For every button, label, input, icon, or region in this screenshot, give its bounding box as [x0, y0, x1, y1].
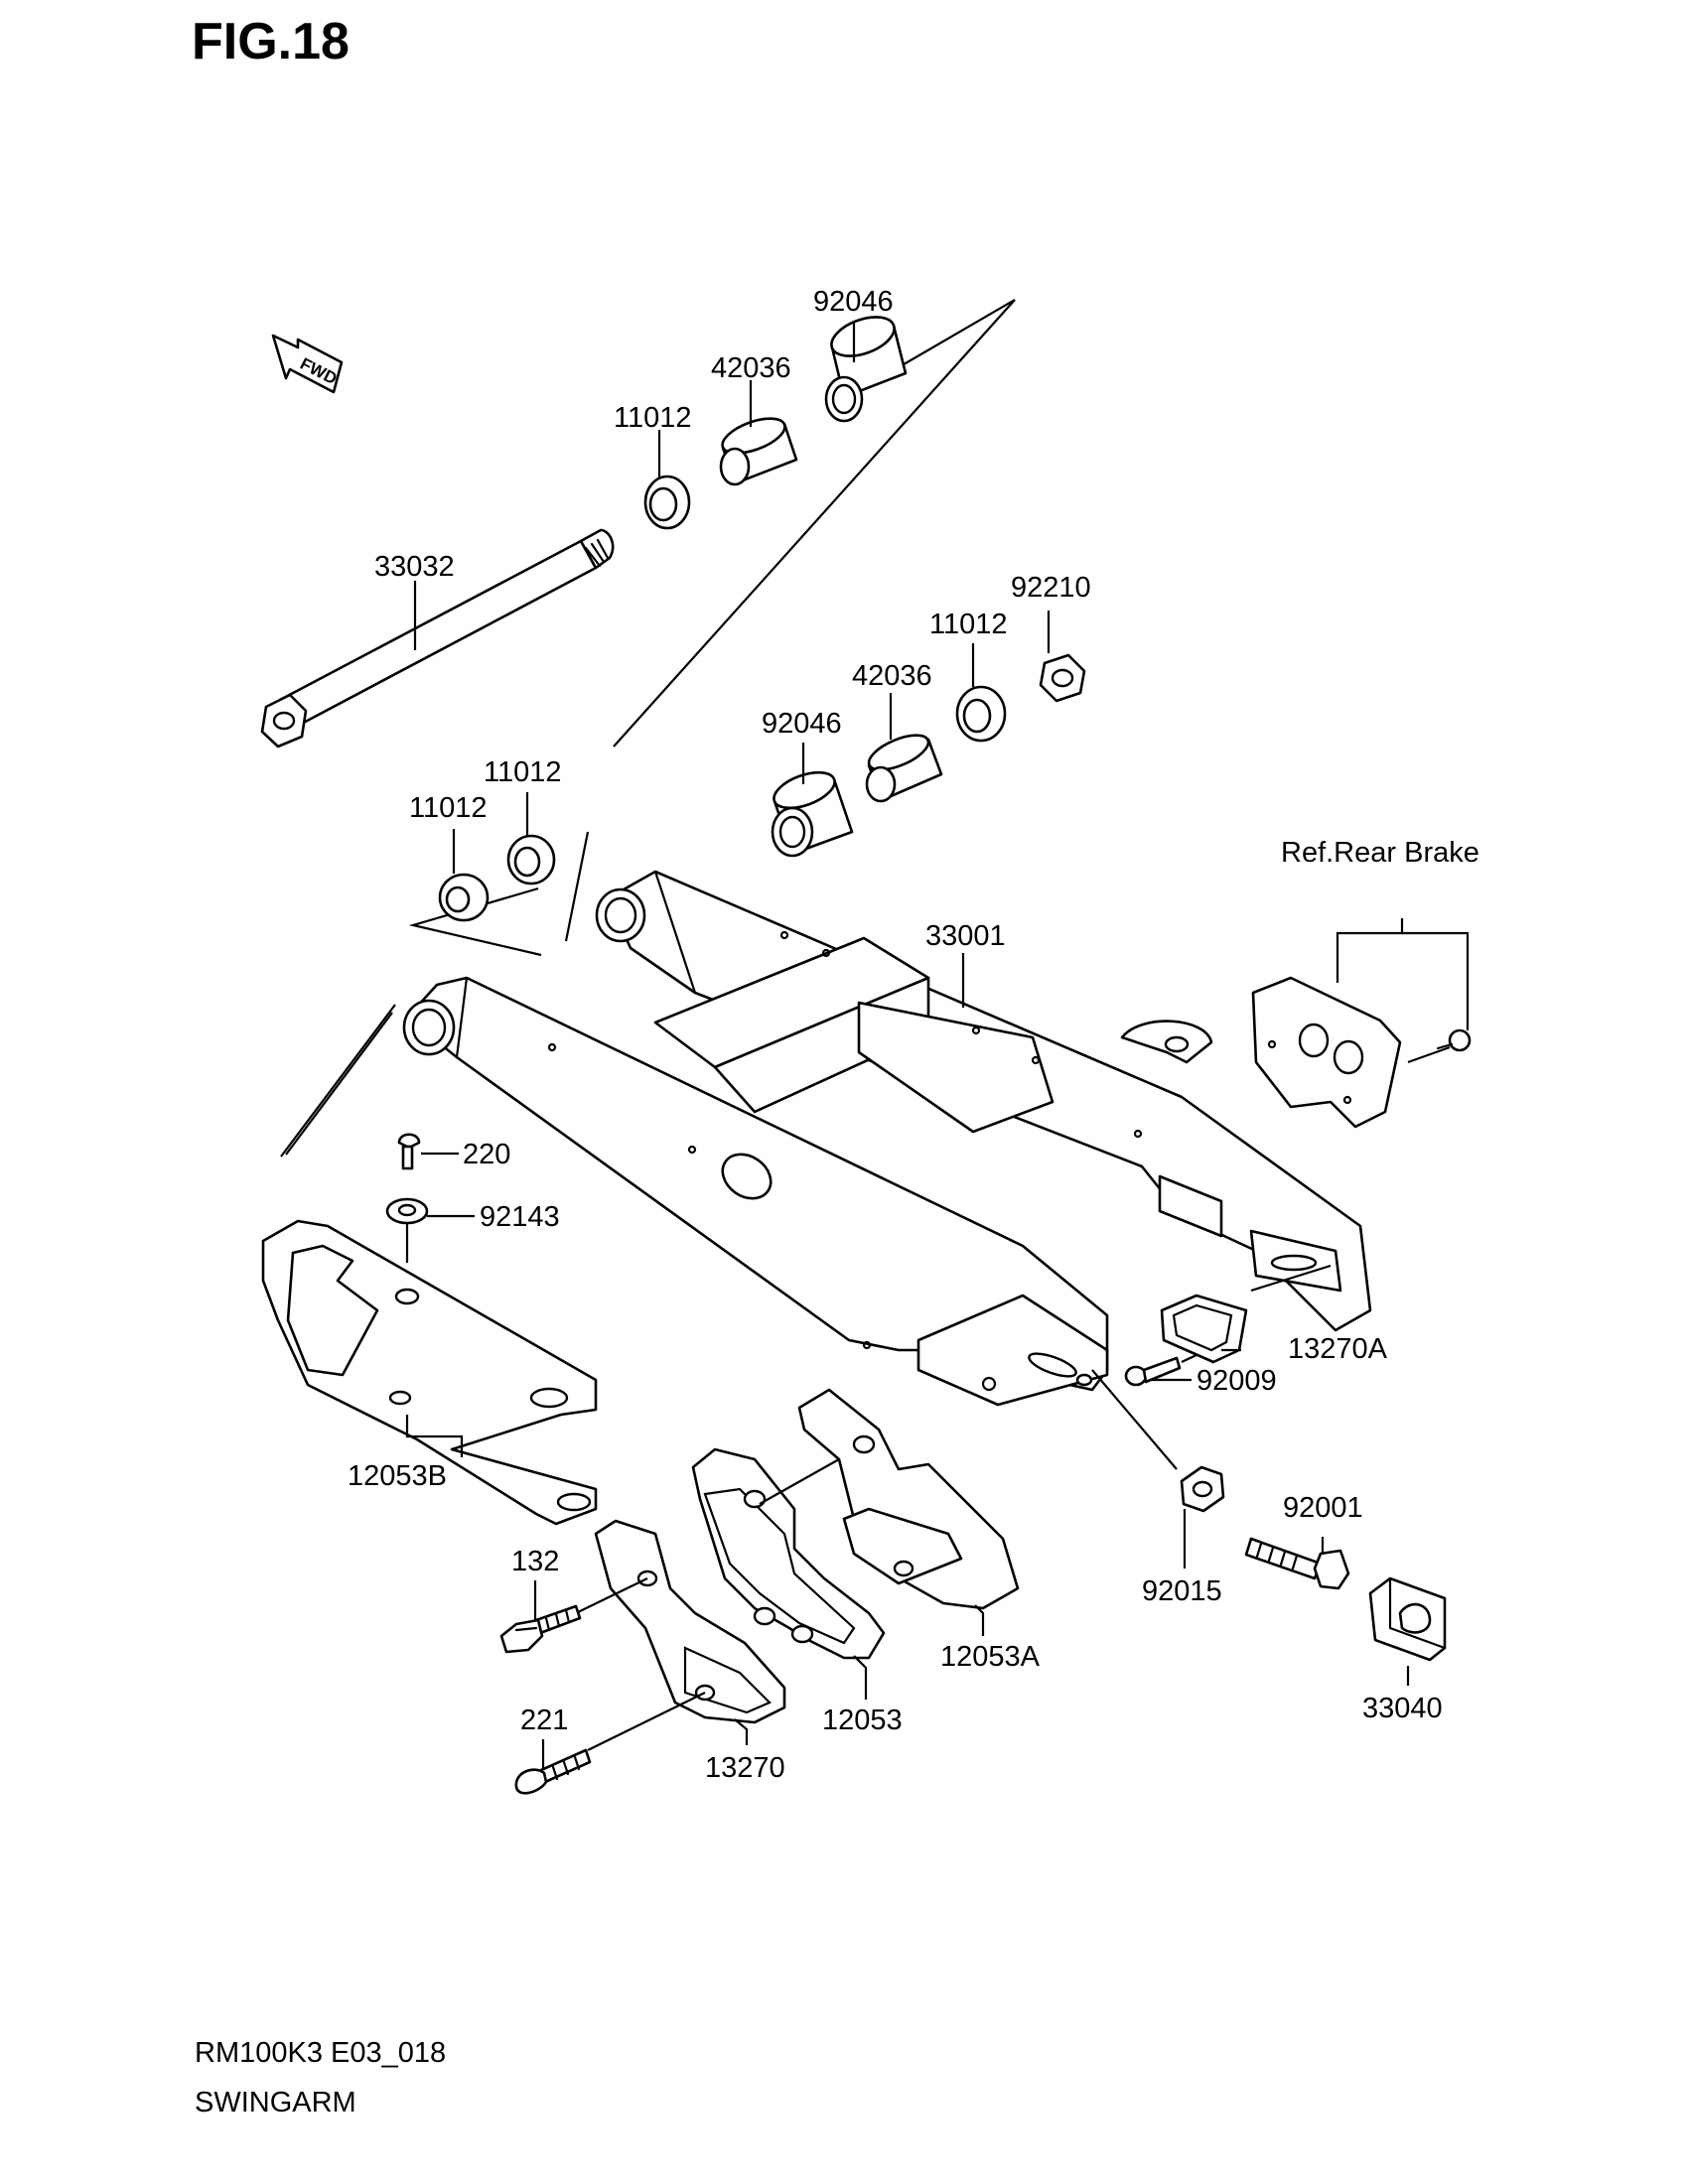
adjuster-block-33040 — [1368, 1576, 1447, 1686]
diagram-code: RM100K3 E03_018 — [195, 2037, 447, 2069]
callout-11012-left-upper: 11012 — [484, 756, 562, 788]
bushing-92046-mid — [771, 770, 854, 858]
callout-13270: 13270 — [705, 1752, 785, 1784]
screw-92009 — [1124, 1354, 1197, 1387]
seal-11012-left-lower — [438, 873, 490, 922]
callout-42036-top: 42036 — [711, 352, 791, 384]
callout-92009: 92009 — [1196, 1365, 1277, 1397]
callout-12053: 12053 — [822, 1705, 903, 1736]
bolt-132 — [499, 1577, 648, 1654]
callout-33032: 33032 — [374, 551, 455, 583]
screw-220 — [397, 1133, 459, 1170]
swingarm-33001 — [402, 870, 1372, 1407]
plate-13270A — [1160, 1264, 1332, 1364]
callout-92210: 92210 — [1011, 572, 1091, 604]
callout-ref-rear-brake: Ref.Rear Brake — [1281, 837, 1479, 869]
bracket-bolt — [1407, 1028, 1472, 1064]
washer-92143 — [385, 1197, 475, 1263]
callout-42036-mid: 42036 — [852, 660, 932, 692]
callout-11012-left-lower: 11012 — [409, 792, 488, 824]
seal-11012-left-upper — [506, 834, 556, 886]
callout-12053A: 12053A — [940, 1641, 1041, 1673]
callout-92001: 92001 — [1283, 1492, 1363, 1524]
callout-92015: 92015 — [1142, 1575, 1222, 1607]
callout-11012-top: 11012 — [614, 402, 692, 434]
forward-arrow-icon: FWD — [271, 334, 344, 394]
screw-221 — [514, 1692, 706, 1795]
ref-rear-brake-bracket-leader — [1336, 918, 1404, 983]
callout-132: 132 — [511, 1546, 559, 1577]
callout-92046-top: 92046 — [813, 286, 894, 318]
bolt-92001 — [1244, 1537, 1350, 1590]
collar-42036-mid — [865, 734, 943, 803]
callout-12053B: 12053B — [348, 1460, 447, 1492]
pivot-shaft-33032 — [260, 528, 615, 749]
callout-221: 221 — [520, 1705, 568, 1736]
chain-guide-12053 — [691, 1447, 886, 1700]
diagram-name: SWINGARM — [195, 2087, 356, 2118]
callout-33001: 33001 — [925, 920, 1006, 952]
callout-92143: 92143 — [480, 1201, 560, 1233]
callout-92046-mid: 92046 — [762, 708, 842, 740]
figure-title: FIG.18 — [192, 13, 350, 70]
reference-lines — [280, 299, 1016, 1158]
collar-42036-top — [719, 417, 798, 486]
seal-11012-mid — [955, 685, 1007, 743]
nut-92210 — [1039, 653, 1086, 703]
callout-13270A: 13270A — [1288, 1333, 1388, 1365]
seal-11012-top — [643, 475, 691, 530]
chain-guide-12053B — [261, 1219, 598, 1526]
bushing-92046-top — [824, 316, 908, 423]
nut-92015 — [1091, 1369, 1225, 1569]
callout-220: 220 — [463, 1139, 510, 1170]
rear-brake-bracket — [1251, 976, 1402, 1129]
callout-11012-mid: 11012 — [929, 609, 1008, 640]
callout-33040: 33040 — [1362, 1693, 1443, 1724]
